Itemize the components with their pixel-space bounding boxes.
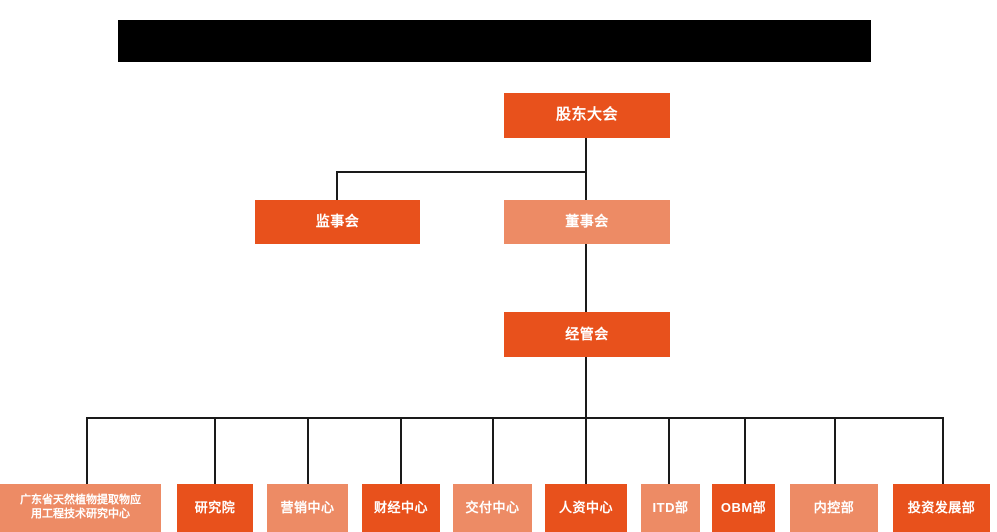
node-label-line-2: 用工程技术研究中心 <box>31 508 130 520</box>
node-finance-center[interactable]: 财经中心 <box>362 484 440 532</box>
connector-drop-marketing <box>307 417 309 484</box>
node-label: 营销中心 <box>280 499 335 515</box>
node-board-of-supervisors[interactable]: 监事会 <box>255 200 420 244</box>
node-research-institute[interactable]: 研究院 <box>177 484 253 532</box>
connector-drop-investment <box>942 417 944 484</box>
connector-drop-itd <box>668 417 670 484</box>
node-investment-development-department[interactable]: 投资发展部 <box>893 484 990 532</box>
node-label-line-1: 广东省天然植物提取物应 <box>20 494 141 507</box>
redacted-title-banner <box>118 20 871 62</box>
connector-drop-research-center <box>86 417 88 484</box>
connector-drop-delivery <box>492 417 494 484</box>
node-label: 内控部 <box>813 499 855 515</box>
connector-drop-hr <box>585 417 587 484</box>
connector-drop-internal-control <box>834 417 836 484</box>
node-itd-department[interactable]: ITD部 <box>641 484 700 532</box>
node-management-committee[interactable]: 经管会 <box>504 312 670 357</box>
node-label: 研究院 <box>194 499 236 515</box>
connector-drop-institute <box>214 417 216 484</box>
node-label: 投资发展部 <box>907 499 976 515</box>
node-label: 人资中心 <box>558 499 613 515</box>
node-label: OBM部 <box>720 499 767 515</box>
connector-drop-obm <box>744 417 746 484</box>
connector-l3-stem <box>585 357 587 418</box>
connector-l1-branch-bar <box>336 171 587 173</box>
node-label: 财经中心 <box>373 499 428 515</box>
connector-drop-directors <box>585 171 587 201</box>
node-delivery-center[interactable]: 交付中心 <box>453 484 532 532</box>
connector-l1-stem <box>585 138 587 172</box>
connector-drop-supervisors <box>336 171 338 201</box>
node-label: 股东大会 <box>555 106 618 124</box>
node-shareholders-meeting[interactable]: 股东大会 <box>504 93 670 138</box>
node-internal-control-department[interactable]: 内控部 <box>790 484 878 532</box>
connector-drop-finance <box>400 417 402 484</box>
node-marketing-center[interactable]: 营销中心 <box>267 484 348 532</box>
node-label: 监事会 <box>315 213 360 230</box>
node-guangdong-plant-extract-research-center[interactable]: 广东省天然植物提取物应 用工程技术研究中心 <box>0 484 161 532</box>
node-label: ITD部 <box>652 499 689 515</box>
node-label: 董事会 <box>565 213 609 230</box>
node-board-of-directors[interactable]: 董事会 <box>504 200 670 244</box>
connector-l2-to-l3 <box>585 244 587 312</box>
node-label: 交付中心 <box>465 499 520 515</box>
node-hr-center[interactable]: 人资中心 <box>545 484 627 532</box>
node-label: 经管会 <box>565 325 609 342</box>
connector-department-bus <box>86 417 944 419</box>
node-obm-department[interactable]: OBM部 <box>712 484 775 532</box>
